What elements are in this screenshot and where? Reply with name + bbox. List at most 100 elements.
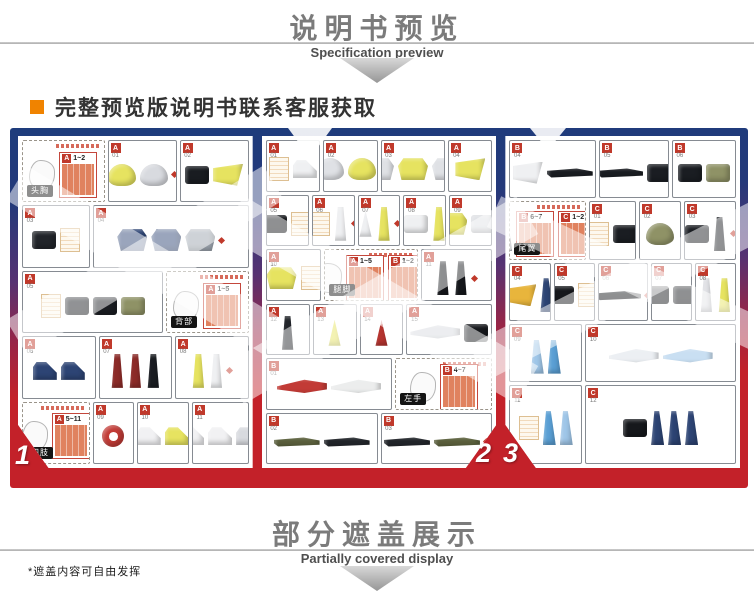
step-number: 09 [454, 207, 461, 214]
part-shape [276, 379, 327, 394]
step-number: 01 [270, 371, 278, 377]
step-number: 07 [362, 207, 369, 214]
footer-subtitle: Partially covered display [300, 551, 454, 566]
part-shape [323, 437, 370, 447]
sticker-card-range: 1~2 [401, 258, 414, 266]
part-shape [623, 419, 648, 438]
part-shape [608, 349, 659, 363]
part-shape [151, 229, 182, 252]
part-shape [646, 222, 675, 245]
sticker-card-body [54, 425, 87, 457]
panel-art [96, 208, 246, 264]
step-number: 06 [602, 275, 610, 282]
part-shape [208, 427, 233, 446]
step-letter: B [512, 143, 523, 153]
step-letter: A [326, 143, 337, 153]
step-number: 08 [408, 207, 415, 214]
part-shape [137, 427, 161, 446]
part-shape [108, 163, 136, 186]
step-number: 05 [270, 207, 278, 214]
part-shape [92, 296, 117, 315]
part-shape [646, 163, 668, 182]
step-letter: A [268, 197, 279, 208]
sticker-card-body [442, 376, 475, 408]
part-shape [185, 229, 216, 252]
part-shape [129, 353, 141, 388]
panel-art [588, 388, 733, 461]
section-heading: 完整预览版说明书联系客服获取 [55, 97, 377, 120]
step-number: 07 [103, 349, 110, 356]
panel-art [269, 361, 389, 407]
part-shape [542, 411, 556, 446]
part-shape [282, 315, 294, 350]
part-shape [651, 411, 665, 446]
part-shape [598, 291, 642, 301]
part-shape [383, 437, 430, 447]
step-number: 09 [514, 336, 521, 343]
part-shape [455, 261, 467, 296]
sticker-sheet [312, 211, 330, 236]
step-letter: C [697, 265, 708, 276]
step-number: 01 [593, 214, 601, 221]
part-shape [662, 349, 713, 363]
step-letter: A [451, 143, 462, 153]
sticker-card-range: 6~7 [530, 213, 543, 221]
sticker-card-letter: B [442, 366, 452, 376]
part-name-label: 头胸 [27, 185, 53, 198]
sticker-card-letter: B [519, 212, 529, 222]
part-shape [347, 158, 376, 181]
part-shape [612, 224, 636, 243]
part-shape [192, 353, 205, 388]
step-number: 04 [514, 275, 521, 282]
panel-art [96, 405, 131, 461]
square-bullet-icon [30, 100, 44, 114]
sticker-card-letter: A [54, 415, 64, 425]
part-shape [32, 361, 57, 380]
sticker-card-letter: A [206, 284, 216, 294]
part-shape [559, 411, 573, 446]
footer-down-arrow-icon [340, 566, 414, 591]
panel-art [192, 405, 248, 461]
step-number: 02 [327, 153, 335, 159]
